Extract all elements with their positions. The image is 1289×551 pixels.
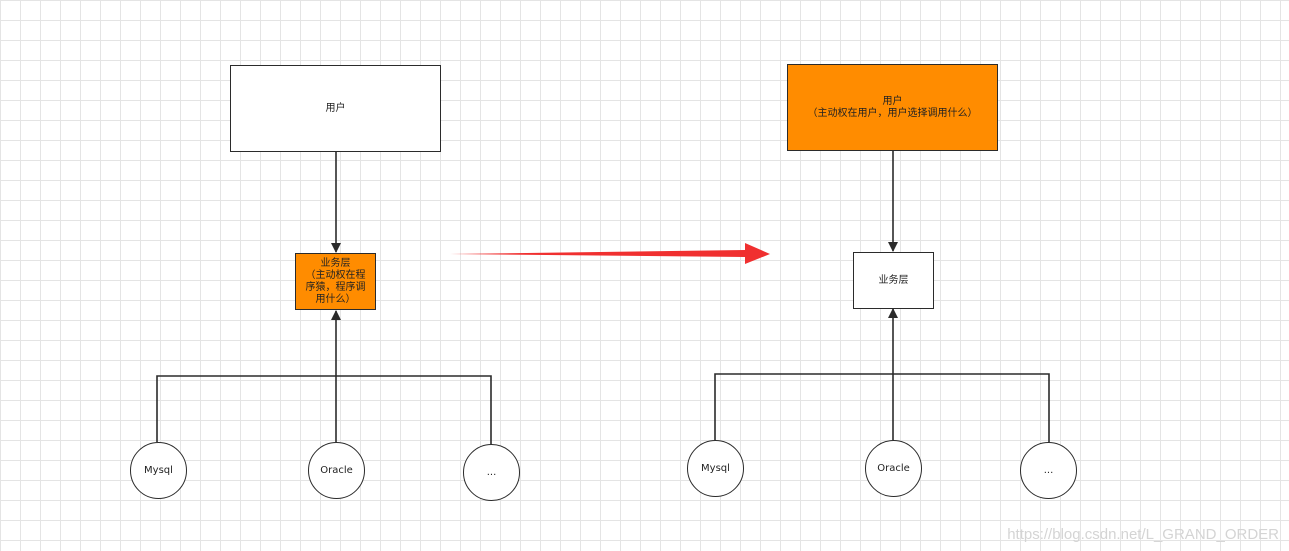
- right-mysql-label: Mysql: [701, 462, 730, 474]
- right-more-label: ...: [1043, 464, 1054, 476]
- right-oracle-node: Oracle: [865, 440, 922, 497]
- right-user-line-2: （主动权在用户，用户选择调用什么）: [807, 107, 978, 119]
- left-mysql-node: Mysql: [130, 442, 187, 499]
- right-service-label: 业务层: [878, 274, 909, 286]
- right-service-box: 业务层: [853, 252, 934, 309]
- left-db-bus-line: [156, 375, 492, 444]
- left-service-line-2: （主动权在程: [305, 269, 366, 281]
- left-mysql-label: Mysql: [144, 464, 173, 476]
- left-more-label: ...: [486, 466, 497, 478]
- left-user-box: 用户: [230, 65, 441, 152]
- right-more-node: ...: [1020, 442, 1077, 499]
- watermark-text: https://blog.csdn.net/L_GRAND_ORDER: [1007, 526, 1279, 543]
- right-db-bus-line: [714, 373, 1050, 442]
- right-user-line-1: 用户: [882, 95, 903, 107]
- left-service-line-3: 序猿，程序调: [305, 281, 366, 293]
- left-service-line-1: 业务层: [320, 257, 351, 269]
- left-more-node: ...: [463, 444, 520, 501]
- left-service-box: 业务层 （主动权在程 序猿，程序调 用什么）: [295, 253, 376, 310]
- transition-arrow: [450, 243, 770, 264]
- left-oracle-label: Oracle: [320, 464, 353, 476]
- right-user-box: 用户 （主动权在用户，用户选择调用什么）: [787, 64, 998, 151]
- left-oracle-node: Oracle: [308, 442, 365, 499]
- left-user-label: 用户: [325, 102, 346, 114]
- left-service-line-4: 用什么）: [315, 293, 356, 305]
- right-mysql-node: Mysql: [687, 440, 744, 497]
- right-oracle-label: Oracle: [877, 462, 910, 474]
